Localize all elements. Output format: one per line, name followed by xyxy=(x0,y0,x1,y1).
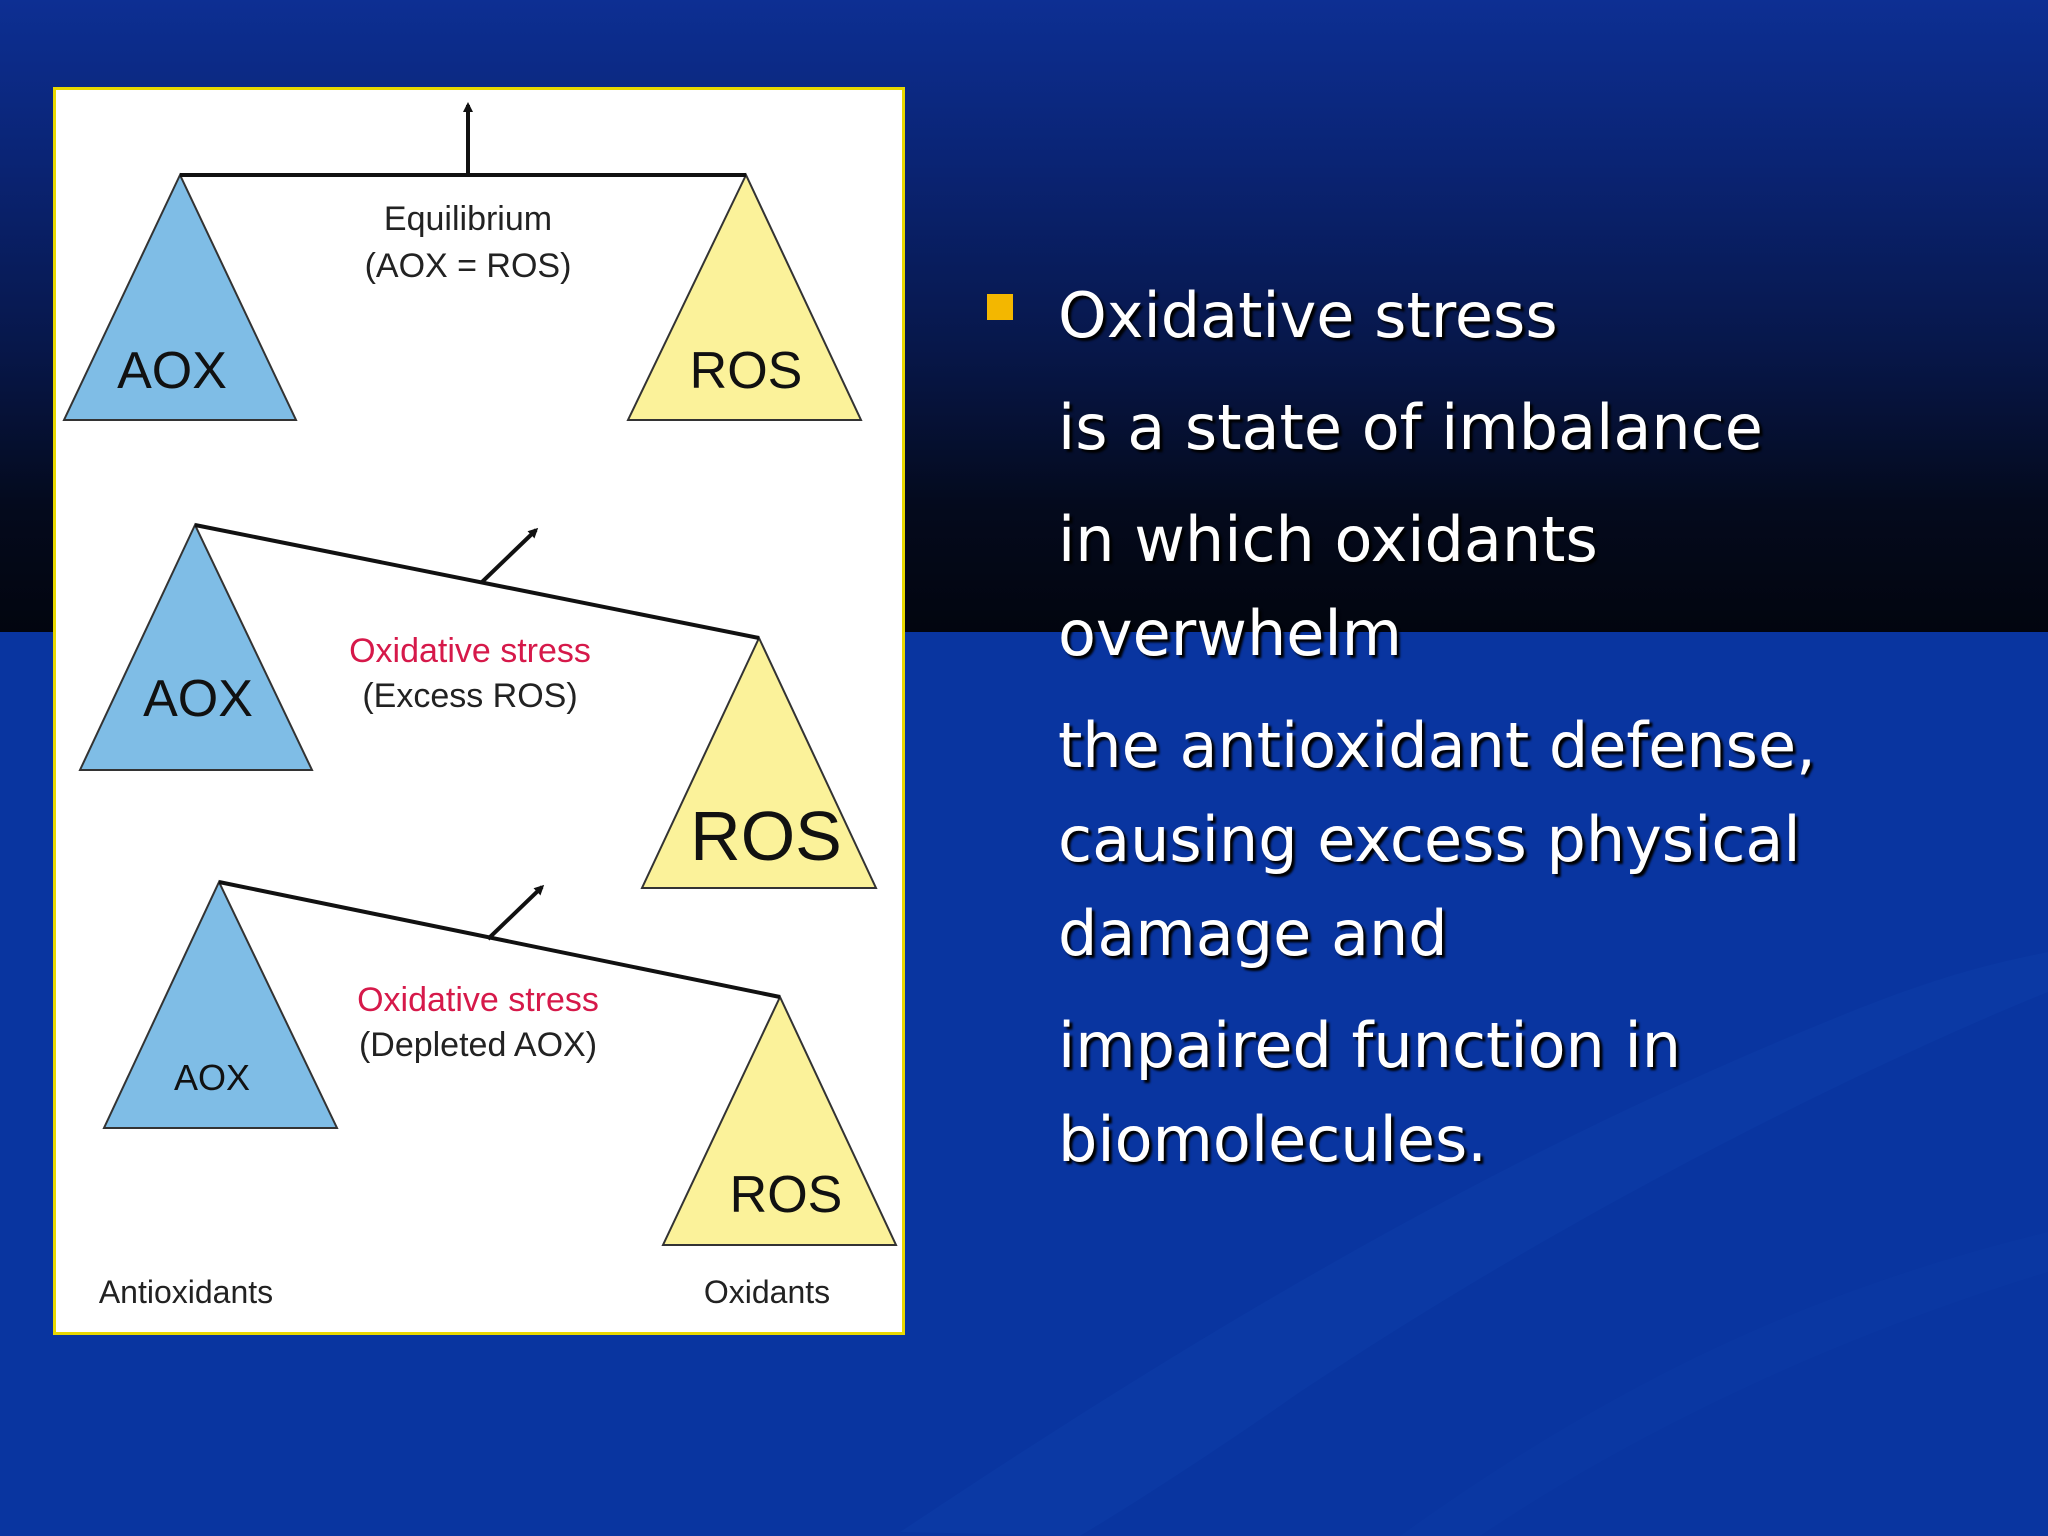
bullet-square-icon xyxy=(987,294,1013,320)
stress-detail: (Depleted AOX) xyxy=(359,1026,597,1064)
oxidants-footer: Oxidants xyxy=(704,1274,830,1310)
bullet-line: in which oxidants xyxy=(1058,503,1598,576)
bullet-line: the antioxidant defense, xyxy=(1058,709,1816,782)
aox-triangle xyxy=(78,522,314,771)
bullet-line: impaired function in xyxy=(1058,1009,1682,1082)
excess-ros-panel: AOX ROS Oxidative stress (Excess ROS) xyxy=(78,522,878,889)
stress-caption: Oxidative stress xyxy=(349,632,591,670)
bullet-line: is a state of imbalance xyxy=(1058,391,1763,464)
balance-diagram-panel: AOX ROS Equilibrium (AOX = ROS) AOX ROS … xyxy=(53,87,905,1335)
balance-beam xyxy=(218,880,781,999)
equilibrium-detail: (AOX = ROS) xyxy=(365,247,572,285)
aox-label: AOX xyxy=(174,1057,250,1098)
bullet-line: damage and xyxy=(1058,897,1448,970)
bullet-line: Oxidative stress xyxy=(1058,279,1558,352)
tilt-arrow xyxy=(480,527,539,584)
balance-diagram: AOX ROS Equilibrium (AOX = ROS) AOX ROS … xyxy=(62,102,898,1310)
equilibrium-caption: Equilibrium xyxy=(384,200,552,238)
stress-caption: Oxidative stress xyxy=(357,981,599,1019)
ros-label: ROS xyxy=(690,797,842,875)
bullet-line: biomolecules. xyxy=(1058,1103,1487,1176)
background-swoosh xyxy=(900,952,2048,1536)
ros-triangle xyxy=(640,635,878,889)
antioxidants-footer: Antioxidants xyxy=(99,1274,273,1310)
bullet-line: causing excess physical xyxy=(1058,803,1801,876)
aox-label: AOX xyxy=(143,670,253,728)
ros-label: ROS xyxy=(730,1166,843,1224)
bullet-text: Oxidative stress is a state of imbalance… xyxy=(1058,270,1998,1188)
ros-label: ROS xyxy=(690,342,803,400)
ros-triangle xyxy=(661,994,898,1246)
bullet-line: overwhelm xyxy=(1058,597,1403,670)
ros-triangle xyxy=(626,172,863,421)
balance-beam xyxy=(194,523,760,640)
stress-detail: (Excess ROS) xyxy=(362,677,577,715)
aox-label: AOX xyxy=(117,342,227,400)
depleted-aox-panel: AOX ROS Oxidative stress (Depleted AOX) xyxy=(102,879,898,1246)
equilibrium-panel: AOX ROS Equilibrium (AOX = ROS) xyxy=(62,102,863,421)
tilt-arrow xyxy=(486,884,545,941)
aox-triangle xyxy=(62,172,298,421)
aox-triangle xyxy=(102,879,339,1129)
